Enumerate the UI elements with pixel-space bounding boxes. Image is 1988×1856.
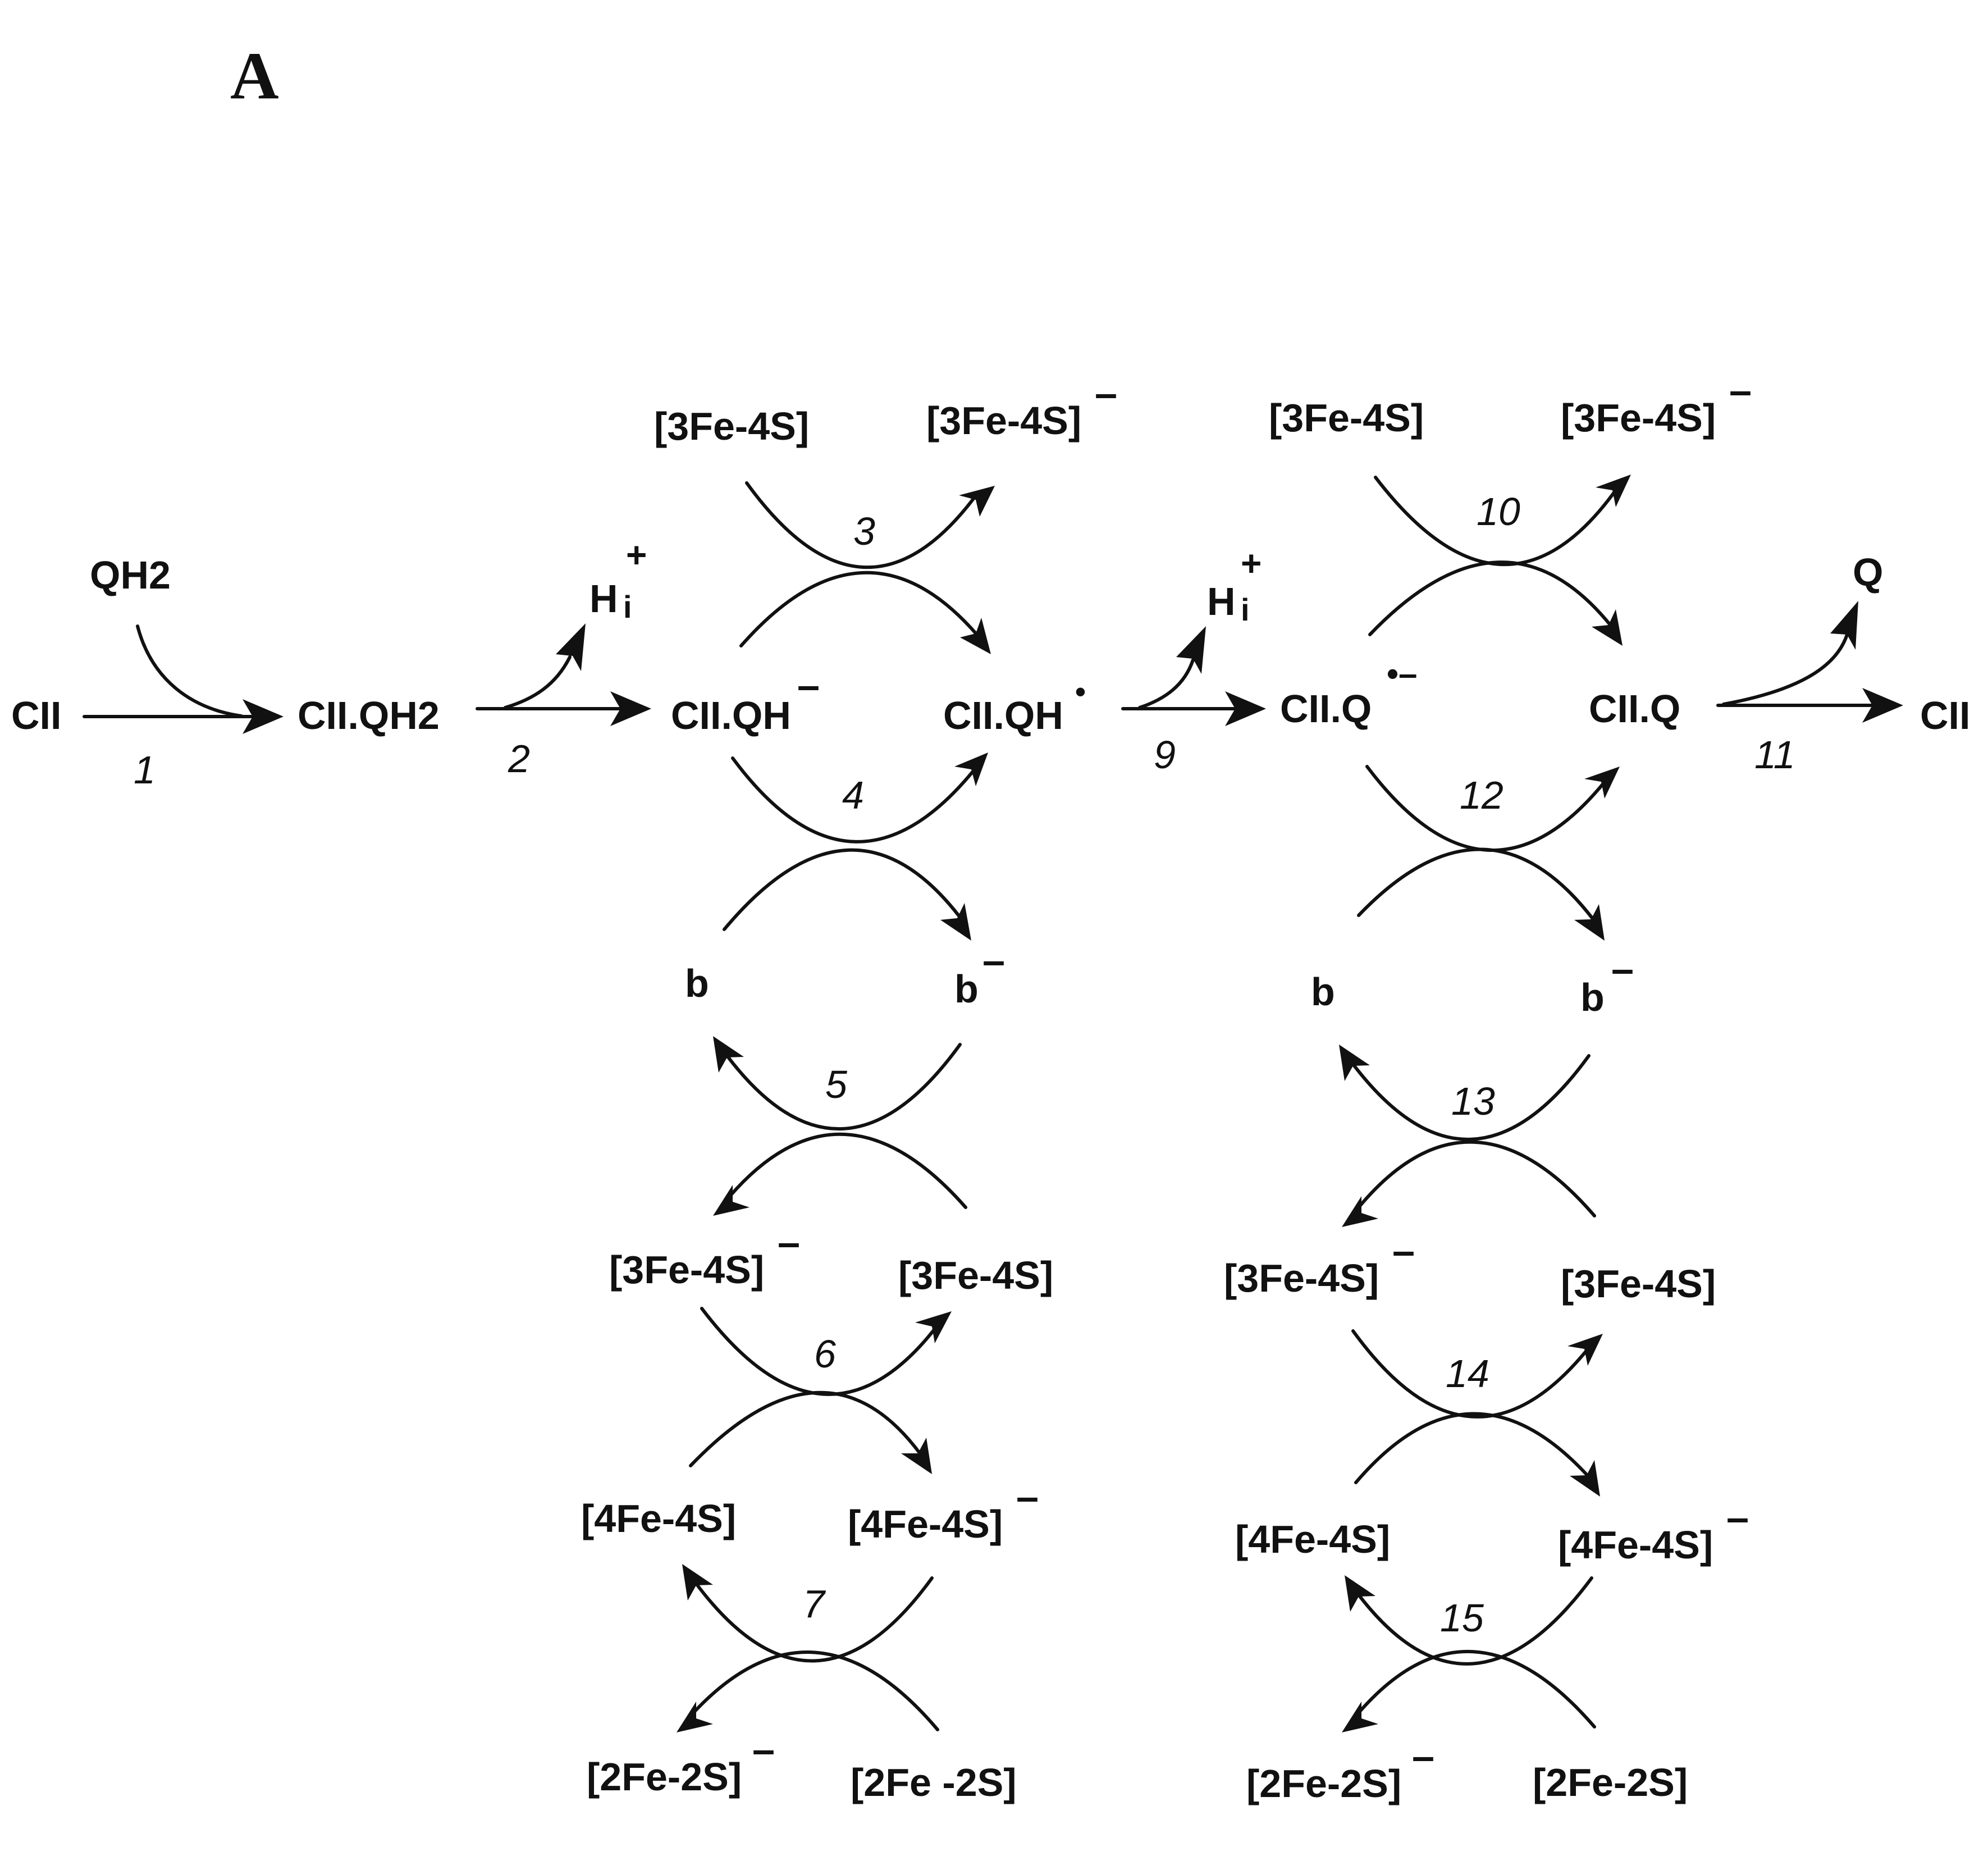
reaction-number-9: 9 — [1154, 733, 1176, 777]
svg-text:i: i — [1241, 592, 1250, 627]
reaction-number-4: 4 — [842, 773, 864, 817]
right-4fe4s-reduced: [4Fe-4S] – — [1558, 1495, 1749, 1567]
right-2fe2s-oxidized: [2Fe-2S] — [1533, 1761, 1688, 1804]
svg-text:–: – — [1095, 371, 1117, 416]
proton-h-i-1: H i + — [589, 535, 647, 624]
reaction-number-7: 7 — [803, 1582, 826, 1626]
proton-h-i-2: H i + — [1207, 543, 1262, 627]
right-2fe2s-reduced: [2Fe-2S] – — [1246, 1734, 1434, 1805]
left-2fe2s-reduced: [2Fe-2S] – — [587, 1727, 775, 1799]
species-cii-end: CII — [1920, 694, 1970, 737]
svg-text:+: + — [1241, 543, 1262, 583]
svg-text:•: • — [1075, 675, 1086, 709]
arc-pair-4 — [723, 753, 988, 941]
svg-text:[3Fe-4S]: [3Fe-4S] — [609, 1248, 764, 1292]
arc-pair-12 — [1357, 765, 1620, 941]
arc-pair-14 — [1351, 1329, 1603, 1497]
svg-text:H: H — [1207, 580, 1236, 623]
svg-text:–: – — [1392, 1229, 1415, 1274]
svg-text:i: i — [623, 589, 632, 624]
svg-text:b: b — [954, 967, 979, 1011]
species-cii-q: CII.Q — [1589, 687, 1680, 731]
arc-pair-13 — [1339, 1045, 1596, 1227]
svg-text:[4Fe-4S]: [4Fe-4S] — [848, 1502, 1003, 1546]
svg-text:[3Fe-4S]: [3Fe-4S] — [1561, 396, 1716, 440]
svg-text:–: – — [778, 1220, 800, 1265]
arc-pair-10 — [1368, 475, 1631, 646]
svg-text:+: + — [626, 535, 647, 575]
arrow-11 — [1716, 601, 1903, 723]
arc-pair-7 — [677, 1564, 939, 1732]
right-heme-b-reduced: b – — [1580, 947, 1634, 1019]
svg-text:–: – — [752, 1727, 775, 1772]
svg-text:[2Fe-2S]: [2Fe-2S] — [1246, 1762, 1401, 1805]
svg-text:[4Fe-4S]: [4Fe-4S] — [1558, 1523, 1713, 1567]
species-cii-qh2: CII.QH2 — [298, 694, 440, 737]
svg-text:CII.QH: CII.QH — [671, 694, 791, 737]
svg-text:[2Fe-2S]: [2Fe-2S] — [587, 1755, 742, 1799]
right-4fe4s-oxidized: [4Fe-4S] — [1235, 1517, 1390, 1561]
svg-text:CII.QH: CII.QH — [943, 694, 1063, 737]
species-q: Q — [1853, 550, 1883, 594]
species-cii-qh-radical: CII.QH • — [943, 675, 1086, 737]
svg-text:[3Fe-4S]: [3Fe-4S] — [926, 399, 1081, 443]
svg-text:[3Fe-4S]: [3Fe-4S] — [1224, 1256, 1379, 1300]
left-4fe4s-oxidized: [4Fe-4S] — [581, 1497, 736, 1540]
reaction-number-2: 2 — [508, 737, 530, 781]
right-3fe4s-reduced-mid: [3Fe-4S] – — [1224, 1229, 1415, 1300]
arc-pair-15 — [1342, 1575, 1596, 1732]
arrow-9 — [1121, 626, 1266, 726]
svg-text:b: b — [1580, 975, 1605, 1019]
svg-text:–: – — [1611, 947, 1634, 992]
left-3fe4s-reduced-mid: [3Fe-4S] – — [609, 1220, 800, 1292]
reaction-number-6: 6 — [814, 1332, 836, 1376]
species-cii-qh-minus: CII.QH – — [671, 663, 820, 737]
left-4fe4s-reduced: [4Fe-4S] – — [848, 1475, 1039, 1546]
svg-text:•–: •– — [1387, 655, 1417, 692]
reaction-number-11: 11 — [1754, 733, 1795, 777]
reaction-number-15: 15 — [1440, 1596, 1484, 1640]
reaction-number-14: 14 — [1446, 1352, 1489, 1396]
arc-pair-6 — [689, 1307, 952, 1474]
svg-text:–: – — [797, 663, 820, 708]
svg-text:–: – — [1729, 368, 1752, 413]
left-3fe4s-reduced-top: [3Fe-4S] – — [926, 371, 1117, 443]
left-heme-b-reduced: b – — [954, 938, 1005, 1011]
species-cii-q-radical: CII.Q •– — [1280, 655, 1417, 731]
arrow-2 — [476, 623, 651, 726]
species-cii-start: CII — [11, 694, 61, 737]
left-2fe2s-oxidized: [2Fe -2S] — [851, 1761, 1017, 1804]
left-3fe4s-oxidized-top: [3Fe-4S] — [654, 404, 809, 448]
reaction-number-1: 1 — [134, 748, 156, 792]
reaction-number-12: 12 — [1460, 773, 1503, 817]
right-3fe4s-reduced-top: [3Fe-4S] – — [1561, 368, 1752, 440]
svg-text:CII.Q: CII.Q — [1280, 687, 1372, 731]
reaction-number-3: 3 — [853, 509, 875, 553]
right-3fe4s-oxidized-top: [3Fe-4S] — [1269, 396, 1424, 440]
left-3fe4s-oxidized-mid: [3Fe-4S] — [898, 1253, 1053, 1297]
panel-label: A — [230, 38, 279, 113]
reaction-number-5: 5 — [825, 1062, 848, 1106]
svg-text:–: – — [1726, 1495, 1749, 1540]
arc-pair-3 — [739, 481, 995, 654]
right-3fe4s-oxidized-mid: [3Fe-4S] — [1561, 1262, 1716, 1306]
svg-text:–: – — [1016, 1475, 1039, 1520]
arc-pair-5 — [713, 1036, 967, 1216]
svg-text:H: H — [589, 577, 618, 621]
svg-text:–: – — [982, 938, 1005, 983]
reaction-number-10: 10 — [1477, 490, 1520, 533]
reaction-number-13: 13 — [1451, 1079, 1495, 1123]
species-qh2: QH2 — [90, 553, 171, 597]
svg-text:–: – — [1412, 1734, 1434, 1779]
arrow-1 — [83, 624, 284, 734]
left-heme-b: b — [685, 961, 709, 1005]
right-heme-b: b — [1311, 970, 1335, 1014]
